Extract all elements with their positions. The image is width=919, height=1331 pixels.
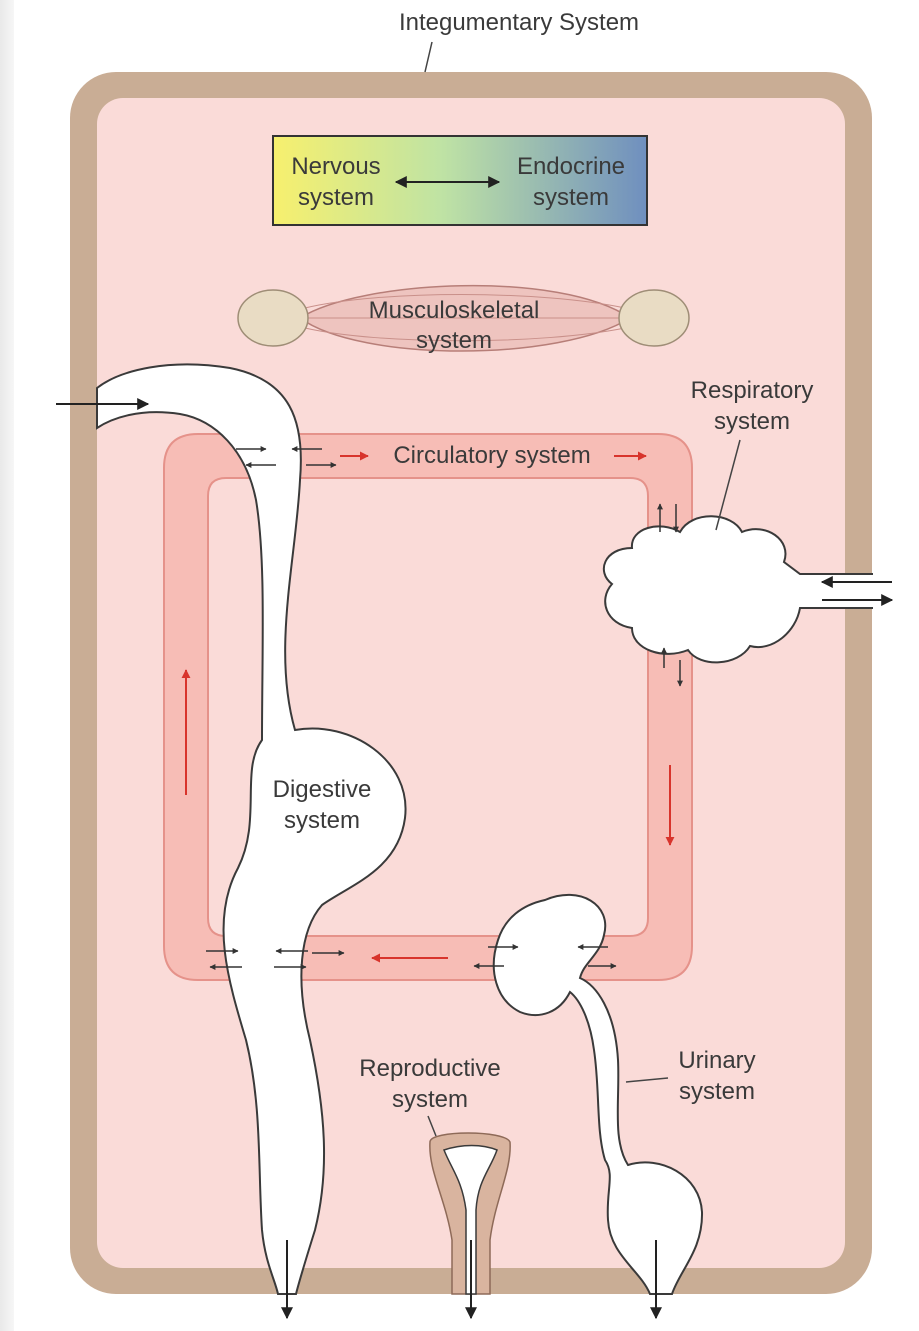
respiratory-airway-opening [840, 575, 880, 607]
bone-right [619, 290, 689, 346]
circulatory-system-label: Circulatory system [393, 442, 590, 469]
bone-left [238, 290, 308, 346]
urinary-system-label-line2: system [679, 1078, 755, 1105]
endocrine-system-label-line1: Endocrine [517, 153, 625, 180]
digestive-system-label-line1: Digestive [273, 776, 372, 803]
integumentary-leader-line [425, 42, 432, 72]
musculoskeletal-label-line1: Musculoskeletal [369, 297, 540, 324]
endocrine-system-label-line2: system [533, 184, 609, 211]
nervous-system-label-line1: Nervous [291, 153, 380, 180]
respiratory-system-label-line1: Respiratory [691, 377, 814, 404]
reproductive-system-label-line1: Reproductive [359, 1055, 500, 1082]
nervous-system-label-line2: system [298, 184, 374, 211]
neuroendocrine-box [273, 136, 647, 225]
urinary-system-label-line1: Urinary [678, 1047, 755, 1074]
musculoskeletal-label-line2: system [416, 327, 492, 354]
reproductive-system-label-line2: system [392, 1086, 468, 1113]
respiratory-system-label-line2: system [714, 408, 790, 435]
integumentary-system-label: Integumentary System [399, 9, 639, 36]
digestive-system-label-line2: system [284, 807, 360, 834]
